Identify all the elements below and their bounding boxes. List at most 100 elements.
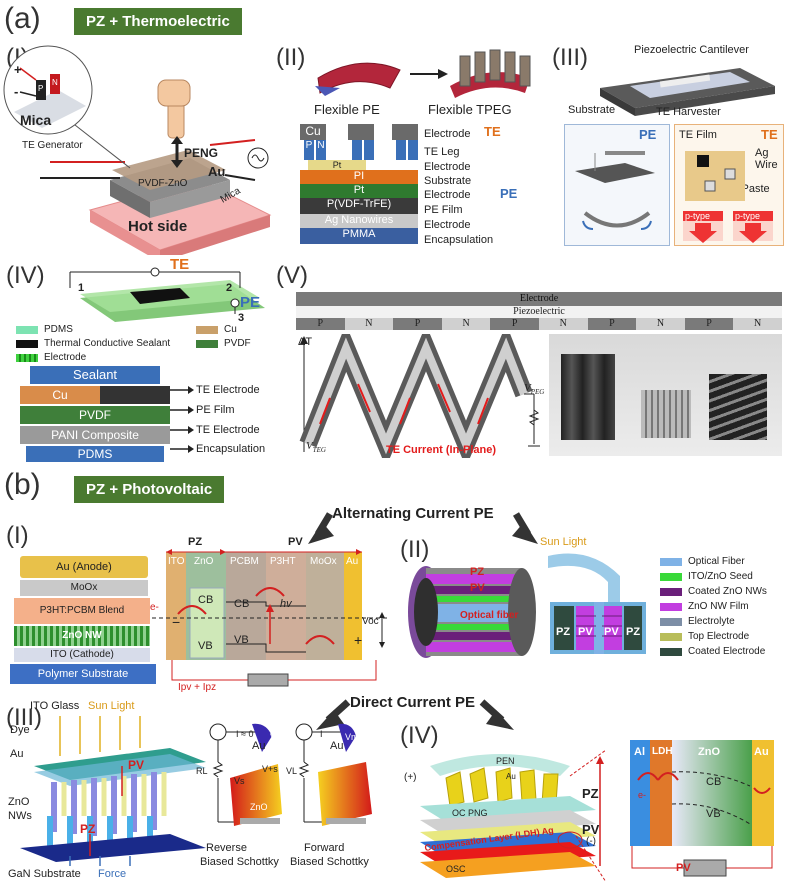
a-V-pn-2: P xyxy=(393,318,442,330)
b-III-label: (III) xyxy=(6,704,42,731)
b-I-band-lines xyxy=(152,549,390,659)
b-III-forward-1: Forward xyxy=(304,842,345,854)
b-IV-cb: CB xyxy=(706,776,722,788)
a-IV-pvdf: PVDF xyxy=(20,406,170,424)
b-III-pz: PZ xyxy=(80,822,96,836)
a-IV-n1: 1 xyxy=(78,282,85,294)
b-I-cb1: CB xyxy=(198,594,214,606)
b-III-gan: GaN Substrate xyxy=(8,868,81,880)
b-III-reverse-2: Biased Schottky xyxy=(200,856,279,868)
b-II-cross-section xyxy=(548,553,646,654)
a-II-stack: Cu P N Pt PI Pt P(VDF-TrFE) Ag Nanowires… xyxy=(300,124,418,246)
a-II-flexible-pe: Flexible PE xyxy=(314,102,380,117)
a-V-pn-6: P xyxy=(587,318,637,330)
b-II-pz: PZ xyxy=(470,566,485,578)
a-II-pi: PI xyxy=(300,170,418,184)
a-I-mica: Mica xyxy=(20,112,52,128)
a-III-ptype1: p-type xyxy=(685,211,711,221)
a-IV-pani: PANI Composite xyxy=(20,426,170,444)
a-I-au: Au xyxy=(208,164,226,179)
b-III-au-r: Au xyxy=(330,740,344,752)
a-III-te-film: TE Film xyxy=(679,129,717,141)
a-II-pvdf: P(VDF-TrFE) xyxy=(300,198,418,214)
a-IV-device xyxy=(69,267,265,322)
a-V-pn-1: N xyxy=(344,318,394,330)
a-V-pn-0: P xyxy=(296,318,345,330)
b-I-layer-4: ITO (Cathode) xyxy=(14,648,150,662)
a-III-ptype2: p-type xyxy=(735,211,761,221)
b-II-fiber xyxy=(408,566,536,658)
b-II-pv-l: PV xyxy=(578,626,593,638)
b-III-device xyxy=(20,716,206,866)
b-I-current: Ipv + Ipz xyxy=(178,682,217,693)
b-II-legend-5: Top Electrode xyxy=(660,631,767,642)
a-I-plus: + xyxy=(14,62,22,77)
b-I-layer-3: ZnO NW xyxy=(14,626,150,646)
a-III-pe: PE xyxy=(639,127,657,142)
a-IV-n3: 3 xyxy=(238,312,245,324)
a-IV-n2: 2 xyxy=(226,282,233,294)
b-III-au: Au xyxy=(10,748,24,760)
a-IV-sealant: Sealant xyxy=(30,366,160,384)
a-I-peng: PENG xyxy=(184,146,219,160)
panel-b-letter: (b) xyxy=(4,468,41,501)
b-IV-device xyxy=(420,749,607,883)
a-II-p: P xyxy=(304,140,314,160)
a-V-vpeg: VPEG xyxy=(524,382,545,397)
b-I-col-1: ZnO xyxy=(194,556,214,567)
b-II-sunlight: Sun Light xyxy=(540,536,587,548)
a-V-label: (V) xyxy=(276,262,308,289)
a-V-electrode: Electrode xyxy=(296,292,782,306)
b-III-vs: Vs xyxy=(234,776,245,786)
b-II-legend-3: ZnO NW Film xyxy=(660,601,767,612)
a-V-current: TE Current (In-Plane) xyxy=(386,444,497,456)
panel-a-letter: (a) xyxy=(4,2,41,35)
a-II-layer-1: TE Leg xyxy=(424,146,460,158)
b-III-rl: RL xyxy=(196,766,208,776)
b-III-i: I xyxy=(320,729,323,739)
a-V-zigzag xyxy=(299,334,540,458)
a-II-cu: Cu xyxy=(300,124,326,140)
b-III-vs-plus: V+s xyxy=(262,764,278,774)
a-V-sample-1 xyxy=(561,354,615,440)
b-III-i0: I ≈ 0 xyxy=(236,729,254,739)
b-IV-e: e- xyxy=(638,790,647,800)
a-III-label: (III) xyxy=(552,44,588,71)
b-II-pz-r: PZ xyxy=(626,626,641,638)
b-II-label: (II) xyxy=(400,536,430,563)
b-III-dye: Dye xyxy=(10,724,30,736)
a-III-te-box: TE TE Film Ag Wire Ag Paste p-type p-typ… xyxy=(674,124,784,246)
a-IV-label-3: Encapsulation xyxy=(196,443,266,455)
a-V-pn-3: N xyxy=(441,318,491,330)
b-III-sunlight: Sun Light xyxy=(88,700,135,712)
b-I-label: (I) xyxy=(6,522,29,549)
a-II-pt2: Pt xyxy=(300,184,418,198)
a-II-layer-2: Electrode xyxy=(424,161,471,173)
b-IV-col-1: LDH xyxy=(652,746,673,757)
b-IV-col-2: ZnO xyxy=(698,746,720,758)
b-II-legend-6: Coated Electrode xyxy=(660,646,767,657)
b-I-cb2: CB xyxy=(234,598,250,610)
b-II-legend: Optical Fiber ITO/ZnO Seed Coated ZnO NW… xyxy=(660,556,767,661)
a-I-minus: - xyxy=(14,84,19,99)
b-III-force: Force xyxy=(98,868,127,880)
a-V-sample-2 xyxy=(641,390,691,438)
b-II-legend-0: Optical Fiber xyxy=(660,556,767,567)
b-II-fiber-label: Optical fiber xyxy=(460,610,519,621)
a-V-vteg: VTEG xyxy=(306,440,326,455)
a-V-pn-9: N xyxy=(733,318,782,330)
a-IV-label-2: TE Electrode xyxy=(196,424,260,436)
a-IV-pdms: PDMS xyxy=(26,446,164,462)
b-I-col-0: ITO xyxy=(168,556,185,567)
a-IV-te: TE xyxy=(170,256,190,273)
a-IV-cu: Cu xyxy=(20,386,100,404)
a-IV-label: (IV) xyxy=(6,262,45,289)
b-IV-pen: PEN xyxy=(496,756,515,766)
b-I-pz: PZ xyxy=(188,536,203,548)
a-IV-pe: PE xyxy=(240,294,261,311)
b-I-plus: + xyxy=(354,632,363,648)
dc-arrows xyxy=(316,699,514,730)
a-II-layer-5: PE Film xyxy=(424,204,463,216)
b-III-zno: ZnO xyxy=(8,796,30,808)
b-IV-pv: PV xyxy=(582,822,600,837)
